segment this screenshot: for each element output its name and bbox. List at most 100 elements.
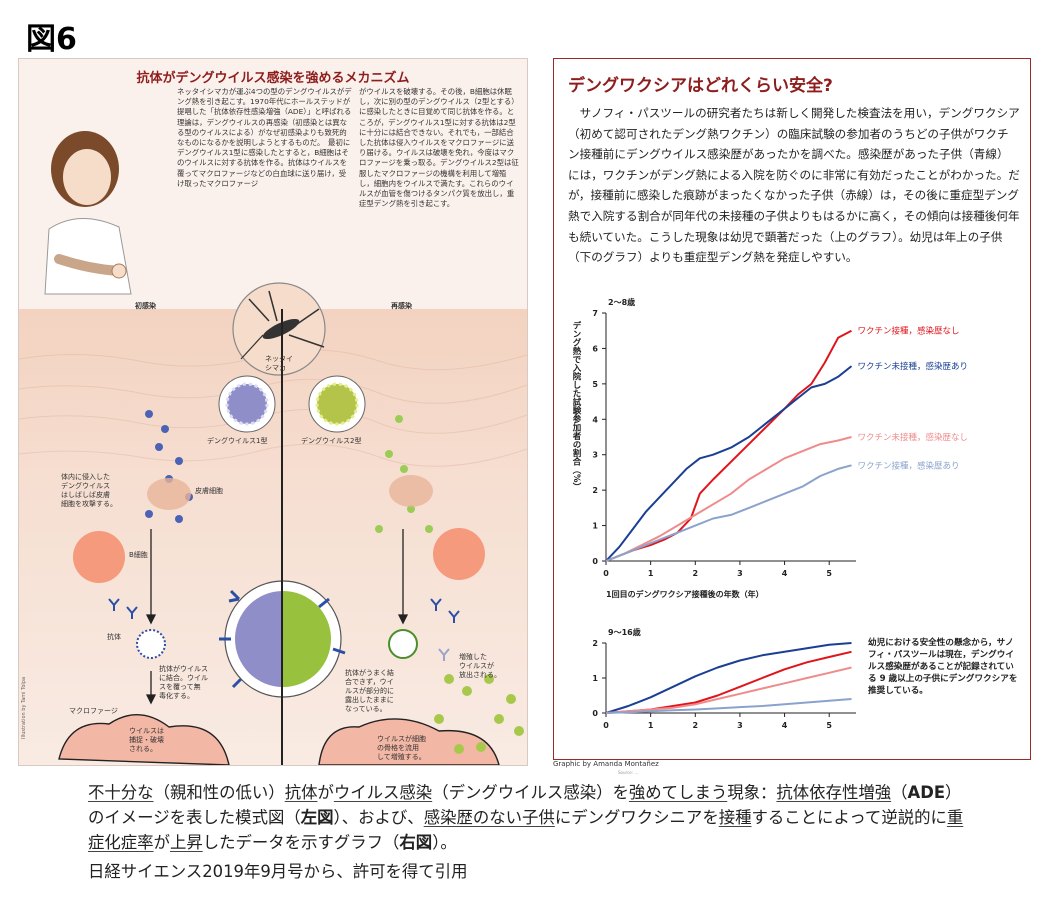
macrophage-right [318, 718, 500, 765]
dengue-virus-1-icon [218, 375, 276, 433]
label-virus1: デングウイルス1型 [207, 437, 268, 445]
label-partial-binding: 抗体がうまく結 合できず，ウイ ルスが部分的に 露出したままに なっている。 [345, 669, 394, 713]
y-tick-label: 0 [592, 557, 598, 566]
right-title: デングワクシアはどれくらい安全? [568, 76, 833, 96]
legend-label: ワクチン接種，感染歴あり [858, 460, 960, 471]
figure-caption: 不十分な（親和性の低い）抗体がウイルス感染（デングウイルス感染）を強めてしまう現… [88, 780, 968, 855]
label-antibody: 抗体 [107, 633, 121, 641]
caption-text: （ [891, 783, 908, 802]
series-line-0-2 [605, 436, 852, 562]
y-tick-label: 6 [592, 344, 598, 353]
y-tick-label: 7 [592, 309, 598, 318]
label-antibody-bind: 抗体がウイルス に結合。ウイル スを覆って無 毒化する。 [159, 665, 208, 700]
caption-text: ）のイメージを表した模式図（ [88, 783, 962, 827]
series-line-0-3 [605, 464, 852, 562]
caption-text: したデータを示すグラフ（ [202, 833, 400, 852]
caption-text: （親和性の低い） [153, 783, 285, 802]
x-tick-label: 1 [648, 721, 654, 730]
y-tick-label: 2 [592, 639, 598, 648]
series-line-0-0 [605, 329, 852, 562]
figure-label: 図6 [26, 22, 77, 57]
series-line-1-2 [605, 666, 852, 714]
x-tick-label: 0 [603, 721, 609, 730]
y-tick-label: 5 [592, 380, 598, 389]
right-body-text: サノフィ・パスツールの研究者たちは新しく開発した検査法を用い，デングワクシア（初… [568, 106, 1020, 265]
x-tick-label: 3 [737, 721, 743, 730]
caption-bold: ADE [907, 783, 946, 802]
x-tick-label: 2 [692, 721, 698, 730]
y-tick-label: 2 [592, 486, 598, 495]
caption-text: （デングウイルス感染）を [432, 783, 629, 802]
caption-underline: ウイルス感染 [333, 783, 433, 802]
y-tick-label: 3 [592, 451, 598, 460]
y-tick-label: 1 [592, 522, 598, 531]
label-multiply: ウイルスが細胞 の骨格を流用 して増殖する。 [377, 735, 426, 761]
caption-text: が [153, 833, 170, 852]
child-figure-icon [44, 131, 132, 295]
caption-text: することによって逆説的に [751, 808, 947, 827]
antibodies [108, 598, 460, 661]
x-tick-label: 1 [648, 569, 654, 578]
series-line-0-1 [605, 365, 853, 562]
label-mosquito: ネッタイ シマカ [265, 355, 293, 372]
caption-underline: 抗体依存性増強 [776, 783, 892, 802]
caption-underline: 接種 [718, 808, 752, 827]
legend-label: ワクチン接種，感染歴なし [858, 326, 960, 337]
b-cell-left [73, 531, 125, 583]
skin-cell-right [389, 475, 433, 507]
dengue-virus-2-icon [308, 375, 366, 433]
label-primary-infection: 初感染 [135, 302, 156, 310]
b-cell-right [433, 528, 485, 580]
label-infected: 体内に侵入した デングウイルス はしばしば皮膚 細胞を攻撃する。 [61, 473, 117, 508]
caption-underline: 上昇 [169, 833, 203, 852]
graph-credit-source: Source: ... [618, 770, 639, 775]
legend-label: ワクチン未接種，感染歴あり [858, 361, 969, 372]
label-captured: ウイルスは 捕捉・破壊 される。 [129, 727, 164, 753]
dengvaxia-safety-panel: デングワクシアはどれくらい安全? サノフィ・パスツールの研究者たちは新しく開発し… [553, 58, 1031, 760]
left-text-col1: ネッタイシマカが運ぶ4つの型のデングウイルスがデング熱を引き起こす。1970年代… [177, 87, 352, 188]
chart-title: 2〜8歳 [608, 297, 635, 307]
virus-particles-left [145, 410, 193, 523]
panel-divider [281, 309, 283, 765]
macrophage-left [58, 714, 230, 765]
legend-label: ワクチン未接種，感染歴なし [858, 432, 969, 443]
partially-bound-virus-icon [388, 629, 418, 659]
label-virus2: デングウイルス2型 [301, 437, 362, 445]
label-b-cell: B細胞 [129, 551, 148, 559]
caption-underline: 抗体 [284, 783, 318, 802]
x-tick-label: 0 [603, 569, 609, 578]
y-tick-label: 1 [592, 674, 598, 683]
caption-text: ）。 [432, 833, 457, 852]
label-secondary-infection: 再感染 [391, 302, 412, 310]
series-line-1-0 [605, 642, 852, 714]
y-tick-label: 4 [592, 415, 598, 424]
caption-text: が [317, 783, 334, 802]
neutralized-virus-icon [136, 629, 166, 659]
caption-underline: 重症化症率 [88, 808, 964, 852]
source-note: 日経サイエンス2019年9月号から、許可を得て引用 [88, 862, 468, 881]
label-skin-cell: 皮膚細胞 [195, 487, 223, 495]
x-tick-label: 5 [826, 721, 832, 730]
chart-title: 9〜16歳 [608, 627, 641, 637]
x-axis-label: 1回目のデングワクシア接種後の年数（年） [606, 589, 764, 599]
x-tick-label: 4 [782, 569, 788, 578]
caption-bold: 左図 [300, 808, 334, 827]
series-line-1-3 [605, 698, 852, 714]
x-tick-label: 3 [737, 569, 743, 578]
left-title: 抗体がデングウイルス感染を強めるメカニズム [136, 71, 410, 86]
x-tick-label: 5 [826, 569, 832, 578]
caption-text: にデングワクシニアを [554, 808, 719, 827]
released-virus-particles [434, 674, 524, 754]
graph-credit: Graphic by Amanda Montañez [553, 760, 659, 768]
label-macrophage: マクロファージ [69, 707, 118, 715]
caption-text: 現象： [727, 783, 777, 802]
caption-underline: 不十分な [88, 783, 154, 802]
left-text-col2: がウイルスを破壊する。その後，B細胞は休眠し，次に別の型のデングウイルス（2型と… [359, 87, 519, 209]
caption-bold: 右図 [399, 833, 433, 852]
x-tick-label: 4 [782, 721, 788, 730]
x-tick-label: 2 [692, 569, 698, 578]
ade-illustration [19, 131, 527, 765]
